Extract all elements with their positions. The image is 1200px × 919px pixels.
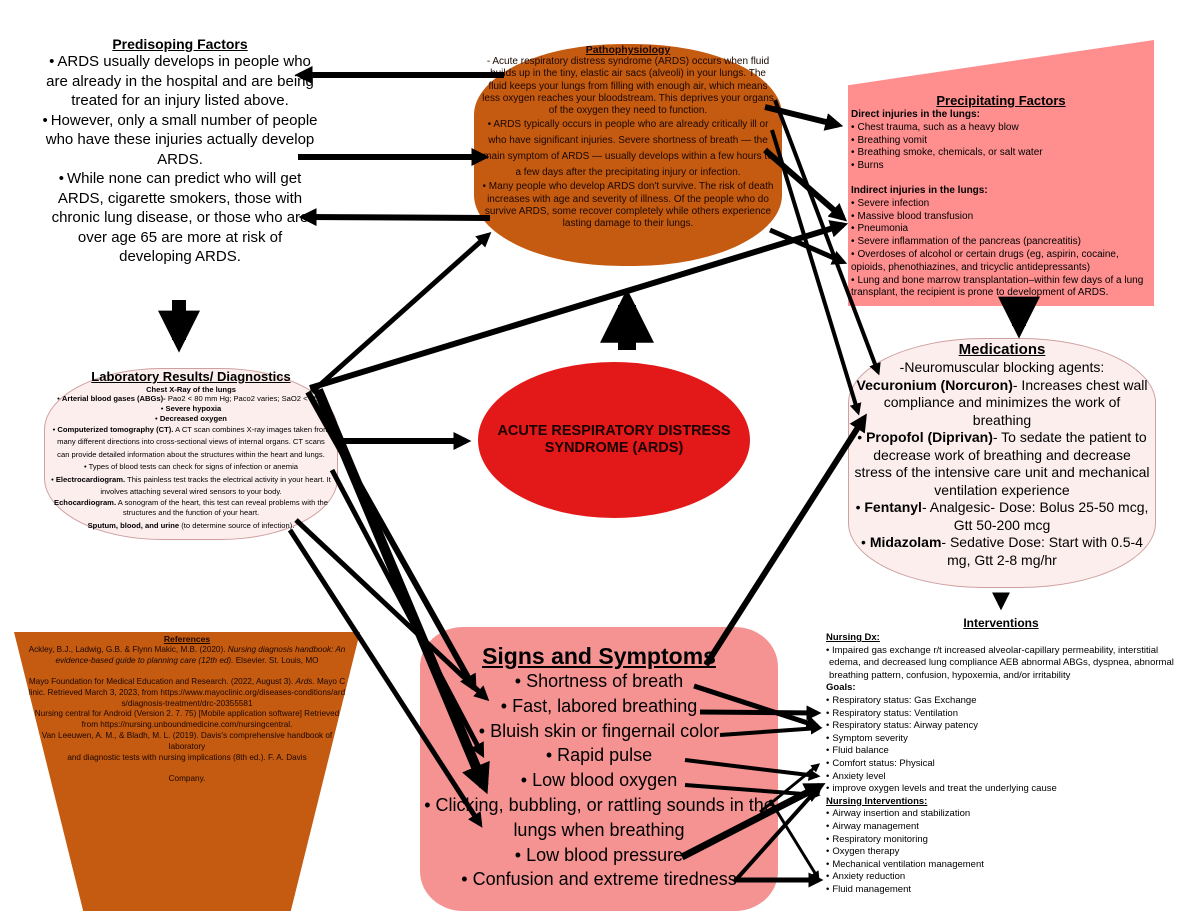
interventions-title: Interventions xyxy=(963,616,1039,630)
nursing-intervention-item: Respiratory monitoring xyxy=(826,834,1176,847)
sign-item: • Clicking, bubbling, or rattling sounds… xyxy=(424,794,774,840)
lab-item: Sputum, blood, and urine (to determine s… xyxy=(87,521,295,531)
arrow-connector xyxy=(310,232,492,394)
indirect-injury-item: Severe infection xyxy=(851,198,1151,211)
goal-item: Respiratory status: Gas Exchange xyxy=(826,695,1176,708)
arrow-connector xyxy=(768,227,848,265)
direct-injury-item: Chest trauma, such as a heavy blow xyxy=(851,122,1151,135)
ards-center-label: ACUTE RESPIRATORY DISTRESS SYNDROME (ARD… xyxy=(497,423,731,456)
pathophysiology-text: • ARDS typically occurs in people who ar… xyxy=(483,119,773,179)
ards-center-node: ACUTE RESPIRATORY DISTRESS SYNDROME (ARD… xyxy=(478,362,750,518)
sign-item: • Bluish skin or fingernail color xyxy=(478,720,720,741)
nursing-intervention-item: Airway management xyxy=(826,821,1176,834)
goal-item: Anxiety level xyxy=(826,771,1176,784)
indirect-injuries-label: Indirect injuries in the lungs: xyxy=(851,184,988,196)
lab-item: Echocardiogram. A sonogram of the heart,… xyxy=(54,498,328,517)
lab-item: • Severe hypoxia xyxy=(160,404,222,413)
references-title: References xyxy=(163,634,211,644)
goals-label: Goals: xyxy=(826,682,856,694)
sign-item: • Fast, labored breathing xyxy=(500,695,698,716)
goal-item: Fluid balance xyxy=(826,745,1176,758)
sign-item: • Rapid pulse xyxy=(545,745,653,766)
medication-item: • Fentanyl- Analgesic- Dose: Bolus 25-50… xyxy=(855,499,1149,533)
interventions: Interventions Nursing Dx: • Impaired gas… xyxy=(826,616,1176,896)
precipitating-factors: Precipitating Factors Direct injuries in… xyxy=(851,93,1151,300)
pathophysiology-box: Pathophysiology - Acute respiratory dist… xyxy=(474,44,782,266)
laboratory-box: Laboratory Results/ Diagnostics Chest X-… xyxy=(44,368,338,540)
predisposing-item: However, only a small number of people w… xyxy=(40,111,320,170)
indirect-injury-item: Severe inflammation of the pancreas (pan… xyxy=(851,236,1151,249)
references: References Ackley, B.J., Ladwig, G.B. & … xyxy=(28,634,346,785)
goal-item: Comfort status: Physical xyxy=(826,758,1176,771)
sign-item: • Low blood pressure xyxy=(514,844,684,865)
indirect-injury-item: Overdoses of alcohol or certain drugs (e… xyxy=(851,249,1151,275)
nursing-intervention-item: Oxygen therapy xyxy=(826,846,1176,859)
nursing-dx-line: • Impaired gas exchange r/t increased al… xyxy=(826,644,1159,656)
goal-item: Respiratory status: Airway patency xyxy=(826,720,1176,733)
goal-item: Symptom severity xyxy=(826,733,1176,746)
nursing-intervention-item: Anxiety reduction xyxy=(826,871,1176,884)
nursing-intervention-item: Mechanical ventilation management xyxy=(826,859,1176,872)
predisposing-item: While none can predict who will get ARDS… xyxy=(40,169,320,267)
indirect-injury-item: Lung and bone marrow transplantation–wit… xyxy=(851,275,1151,301)
nursing-dx-label: Nursing Dx: xyxy=(826,632,880,643)
predisposing-item: ARDS usually develops in people who are … xyxy=(40,52,320,111)
nursing-intervention-item: Fluid management xyxy=(826,884,1176,897)
sign-item: • Shortness of breath xyxy=(514,671,684,691)
medications-title: Medications xyxy=(958,341,1046,358)
reference-item: Van Leeuwen, A. M., & Bladh, M. L. (2019… xyxy=(41,731,333,752)
reference-item: and diagnostic tests with nursing implic… xyxy=(67,753,307,763)
signs-title: Signs and Symptoms xyxy=(482,643,716,669)
nursing-intervention-item: Airway insertion and stabilization xyxy=(826,808,1176,821)
lab-item: • Arterial blood gases (ABGs)- Pao2 < 80… xyxy=(57,394,325,403)
reference-item: Mayo Foundation for Medical Education an… xyxy=(28,676,346,708)
arrow-connector xyxy=(298,208,491,227)
reference-item: Nursing central for Android (Version 2. … xyxy=(34,709,340,730)
medication-item: Vecuronium (Norcuron)- Increases chest w… xyxy=(856,376,1148,428)
lab-item: • Computerized tomography (CT). A CT sca… xyxy=(52,425,330,459)
nursing-dx-line: breathing pattern, confusion, hypoxemia,… xyxy=(829,669,1071,681)
goal-item: improve oxygen levels and treat the unde… xyxy=(826,783,1176,796)
reference-item: Company. xyxy=(168,773,206,783)
lab-item: • Types of blood tests can check for sig… xyxy=(83,462,298,472)
direct-injury-item: Breathing smoke, chemicals, or salt wate… xyxy=(851,147,1151,160)
nmb-intro: -Neuromuscular blocking agents: xyxy=(899,359,1105,375)
arrow-connector xyxy=(770,129,862,416)
pathophysiology-text: - Acute respiratory distress syndrome (A… xyxy=(482,56,774,117)
lab-item: • Decreased oxygen xyxy=(155,414,227,423)
precipitating-title: Precipitating Factors xyxy=(936,93,1066,108)
goal-item: Respiratory status: Ventilation xyxy=(826,708,1176,721)
direct-injuries-label: Direct injuries in the lungs: xyxy=(851,109,980,120)
predisposing-factors: Predisoping Factors ARDS usually develop… xyxy=(40,36,320,267)
direct-injury-item: Breathing vomit xyxy=(851,135,1151,148)
direct-injury-item: Burns xyxy=(851,160,1151,173)
indirect-injury-item: Massive blood transfusion xyxy=(851,211,1151,224)
predisposing-title: Predisoping Factors xyxy=(112,36,248,52)
pathophysiology-title: Pathophysiology xyxy=(585,44,671,56)
nursing-interventions-label: Nursing Interventions: xyxy=(826,795,928,807)
pathophysiology-text: • Many people who develop ARDS don't sur… xyxy=(482,181,774,230)
reference-item: Ackley, B.J., Ladwig, G.B. & Flynn Makic… xyxy=(28,644,346,665)
medication-item: • Midazolam- Sedative Dose: Start with 0… xyxy=(861,534,1143,568)
medications-box: Medications -Neuromuscular blocking agen… xyxy=(848,338,1156,588)
sign-item: • Confusion and extreme tiredness xyxy=(461,869,737,890)
nursing-dx-line: edema, and decreased lung compliance AEB… xyxy=(829,657,1174,669)
laboratory-title: Laboratory Results/ Diagnostics xyxy=(91,369,291,384)
signs-symptoms-box: Signs and Symptoms • Shortness of breath… xyxy=(420,627,778,911)
lab-item: Chest X-Ray of the lungs xyxy=(146,385,236,394)
medication-item: • Propofol (Diprivan)- To sedate the pat… xyxy=(854,429,1150,498)
sign-item: • Low blood oxygen xyxy=(520,770,678,791)
lab-item: • Electrocardiogram. This painless test … xyxy=(51,474,331,497)
indirect-injury-item: Pneumonia xyxy=(851,223,1151,236)
